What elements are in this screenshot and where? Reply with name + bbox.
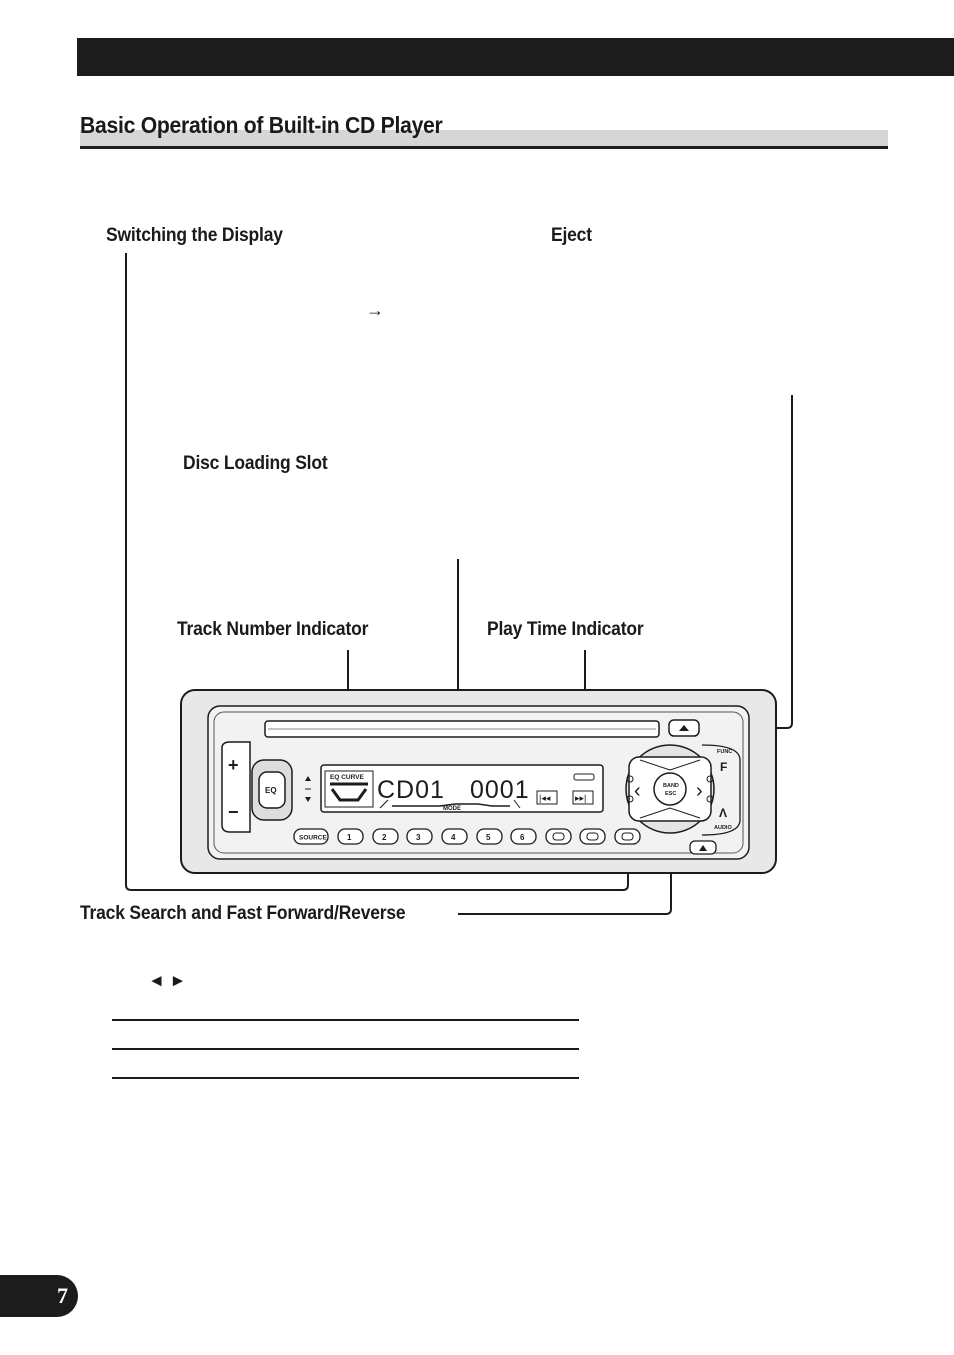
eq-button-label: EQ: [265, 786, 277, 795]
track-right-icon: ›: [696, 780, 703, 802]
title-underline-band: [80, 130, 888, 146]
lcd-display: [320, 764, 604, 813]
preset-5-button: [476, 828, 503, 845]
table-rule-2: [112, 1048, 579, 1050]
page-number-tab: 7: [0, 1275, 78, 1317]
svg-text:BAND: BAND: [663, 783, 679, 789]
leader-eject: [698, 395, 793, 729]
preset-buttons: SOURCE 1 2 3 4 5 6: [293, 828, 641, 845]
preset-1-button: [337, 828, 364, 845]
leader-track-search: [458, 812, 672, 915]
leader-switching-display: [125, 253, 629, 891]
eq-button: [258, 771, 286, 809]
svg-text:▸▸|: ▸▸|: [575, 793, 586, 803]
display-mode-label: MODE: [443, 806, 461, 812]
preset-3-button: [406, 828, 433, 845]
band-esc-button: [653, 772, 687, 806]
eq-curve-label: EQ CURVE: [330, 774, 364, 781]
blank-button-2: [579, 828, 606, 845]
callout-eject: Eject: [551, 225, 592, 246]
preset-6-button: [510, 828, 537, 845]
svg-text:SOURCE: SOURCE: [299, 835, 327, 842]
table-rule-1: [112, 1019, 579, 1021]
svg-text:1: 1: [347, 833, 352, 842]
svg-text:|◂◂: |◂◂: [539, 793, 551, 803]
callout-play-time-indicator: Play Time Indicator: [487, 619, 644, 640]
table-rule-3: [112, 1077, 579, 1079]
section-title: Basic Operation of Built-in CD Player: [80, 112, 443, 138]
svg-text:3: 3: [416, 833, 421, 842]
track-left-icon: ‹: [634, 780, 641, 802]
callout-switching-display: Switching the Display: [106, 225, 283, 246]
display-time: 0001: [470, 776, 530, 804]
left-right-arrows-icon: ◄ ►: [148, 971, 187, 990]
header-bar: [77, 38, 954, 76]
callout-track-search: Track Search and Fast Forward/Reverse: [80, 903, 406, 924]
volume-minus-label: −: [228, 802, 239, 822]
arrow-right-icon: →: [366, 300, 384, 320]
detach-icon: [699, 845, 707, 851]
display-source: CD01: [377, 776, 445, 804]
svg-text:ESC: ESC: [665, 791, 676, 797]
next-track-indicator: [572, 790, 594, 805]
display-button: [614, 828, 641, 845]
f-button-label: F: [720, 760, 727, 774]
preset-4-button: [441, 828, 468, 845]
callout-track-number-indicator: Track Number Indicator: [177, 619, 369, 640]
callout-disc-loading-slot: Disc Loading Slot: [183, 453, 328, 474]
blank-button-1: [545, 828, 572, 845]
svg-text:4: 4: [451, 833, 456, 842]
volume-rocker: [221, 741, 251, 833]
prev-track-indicator: [536, 790, 558, 805]
page-number: 7: [57, 1283, 68, 1308]
up-button-label: Λ: [719, 806, 727, 820]
svg-text:2: 2: [382, 833, 387, 842]
svg-text:5: 5: [486, 833, 491, 842]
volume-plus-label: +: [228, 755, 239, 775]
preset-2-button: [372, 828, 399, 845]
source-button: [293, 828, 329, 845]
eject-icon: [679, 725, 689, 731]
faceplate-inner-rim: [213, 711, 744, 854]
func-label: FUNC: [717, 749, 732, 755]
title-rule: [80, 146, 888, 149]
svg-text:6: 6: [520, 833, 525, 842]
audio-label: AUDIO: [714, 825, 732, 831]
